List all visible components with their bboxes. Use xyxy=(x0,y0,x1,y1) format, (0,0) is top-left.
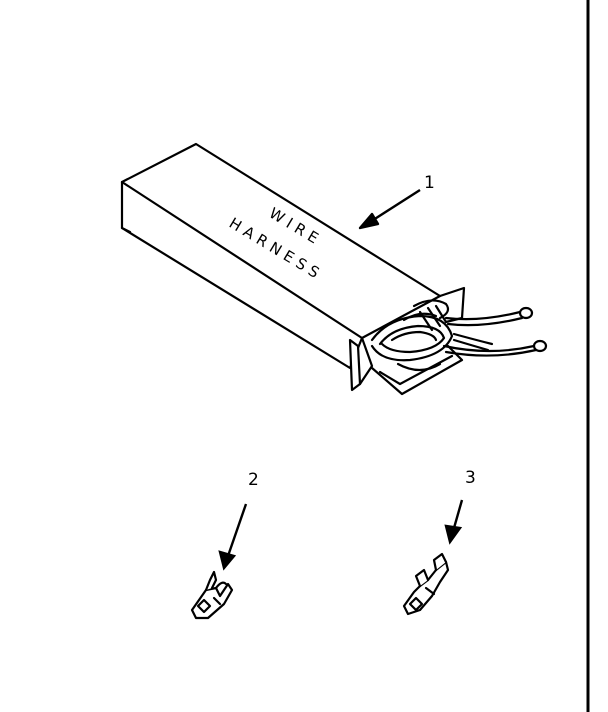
callout-arrows xyxy=(218,188,464,571)
wire-coil xyxy=(370,314,454,362)
callout-arrow-2 xyxy=(226,503,248,557)
callout-number-3: 3 xyxy=(465,468,476,488)
callout-number-2: 2 xyxy=(248,470,259,490)
wire-harness-package xyxy=(120,142,548,396)
terminal-part-2 xyxy=(190,570,234,620)
wire-lead xyxy=(444,310,522,321)
package-flap xyxy=(348,338,362,392)
ring-terminal xyxy=(518,306,534,320)
callout-number-1: 1 xyxy=(424,173,435,193)
callout-arrow-1 xyxy=(369,188,421,224)
callout-arrow-3 xyxy=(452,499,464,529)
ring-terminal xyxy=(532,339,548,353)
terminal-part-3 xyxy=(402,552,450,616)
